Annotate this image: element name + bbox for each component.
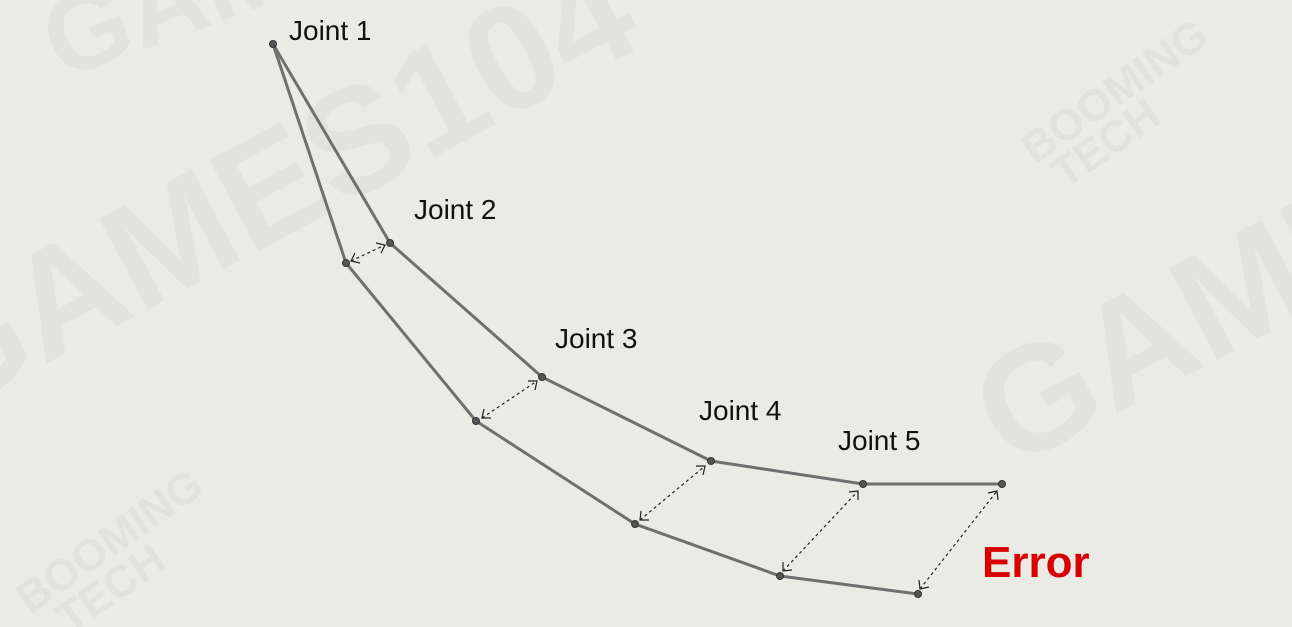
error-arrow-joint-5 [782, 490, 859, 572]
joint-2-computed-dot [342, 259, 350, 267]
joint-5-target-dot [859, 480, 867, 488]
error-arrow-joint-3 [481, 380, 538, 419]
joint-dots [269, 40, 1006, 598]
joint-2-target-dot [386, 239, 394, 247]
joint-3-label: Joint 3 [555, 323, 638, 354]
joint-3-computed-dot [472, 417, 480, 425]
joint-3-target-dot [538, 373, 546, 381]
end-target-dot [998, 480, 1006, 488]
bone-chains [271, 42, 1004, 596]
joint-labels: Joint 1 Joint 2 Joint 3 Joint 4 Joint 5 [289, 15, 921, 456]
joint-4-target-dot [707, 457, 715, 465]
joint-5-label: Joint 5 [838, 425, 921, 456]
joint-1-label: Joint 1 [289, 15, 372, 46]
error-arrow-joint-4 [639, 465, 706, 521]
computed-chain [271, 42, 920, 596]
error-arrows [350, 242, 999, 590]
joint-1-dot [269, 40, 277, 48]
error-arrow-end-effector [918, 490, 999, 590]
joint-5-computed-dot [776, 572, 784, 580]
target-chain [271, 42, 1004, 486]
joint-2-label: Joint 2 [414, 194, 497, 225]
joint-4-label: Joint 4 [699, 395, 782, 426]
end-computed-dot [914, 590, 922, 598]
error-label: Error [982, 538, 1090, 587]
joint-4-computed-dot [631, 520, 639, 528]
error-arrow-joint-2 [350, 242, 386, 264]
